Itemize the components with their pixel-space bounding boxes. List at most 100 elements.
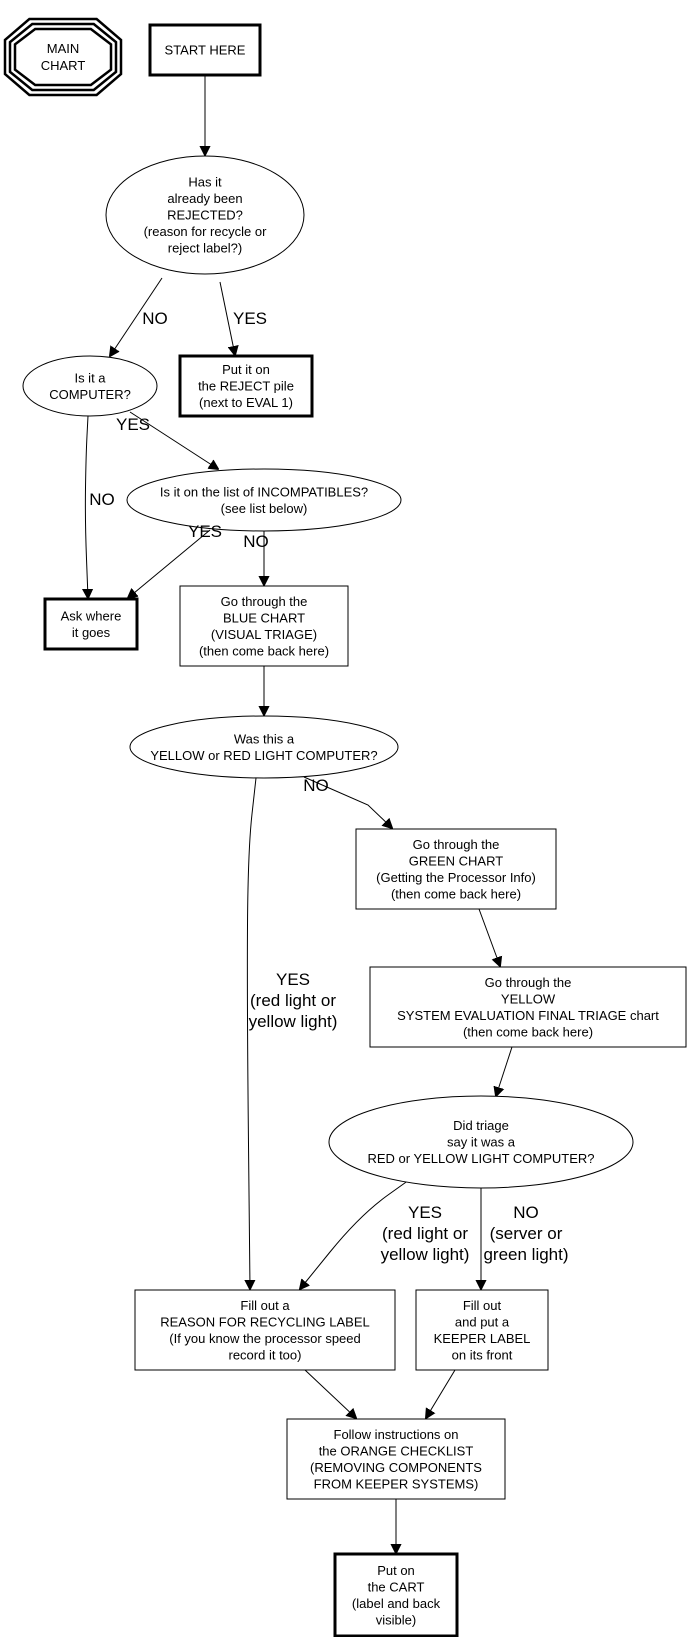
green-chart-label-line: Go through the — [413, 837, 500, 852]
process-box — [369, 966, 687, 1048]
recycling-label-label-line: (If you know the processor speed — [169, 1331, 361, 1346]
edge-label-line: YES — [188, 522, 222, 541]
node-incompatibles: Is it on the list of INCOMPATIBLES? (see … — [126, 468, 402, 532]
triage-result-label-line: say it was a — [447, 1135, 516, 1150]
edge-label-line: green light) — [483, 1245, 568, 1264]
green-chart-label-line: (then come back here) — [391, 886, 521, 901]
node-is-computer: Is it a COMPUTER? — [22, 355, 158, 417]
decision-ellipse — [126, 468, 402, 532]
start-label-line: START HERE — [165, 43, 246, 58]
triage-result-label-line: RED or YELLOW LIGHT COMPUTER? — [367, 1151, 594, 1166]
triage-result-label-line: Did triage — [453, 1118, 509, 1133]
edge-computer-no — [85, 415, 88, 598]
terminal-box — [333, 1552, 459, 1637]
yellow-chart-label-line: (then come back here) — [463, 1024, 593, 1039]
node-main-chart: MAIN CHART — [3, 17, 123, 97]
green-chart-label-line: GREEN CHART — [409, 853, 503, 868]
edge-label-line: yellow light) — [249, 1012, 338, 1031]
green-chart-label-line: (Getting the Processor Info) — [376, 870, 536, 885]
is-computer-label-line: Is it a — [74, 370, 106, 385]
decision-ellipse — [328, 1095, 634, 1189]
edge-recycling-to-orange — [304, 1369, 356, 1418]
edge-label-line: NO — [243, 532, 269, 551]
keeper-label-label-line: Fill out — [463, 1298, 502, 1313]
blue-chart-label-line: BLUE CHART — [223, 610, 305, 625]
edge-yellow-red-no — [303, 776, 392, 828]
recycling-label-label-line: Fill out a — [240, 1298, 290, 1313]
keeper-label-label-line: on its front — [452, 1347, 513, 1362]
decision-ellipse — [105, 155, 305, 275]
yellow-red-label-line: YELLOW or RED LIGHT COMPUTER? — [150, 748, 377, 763]
rejected-label-line: (reason for recycle or — [144, 224, 267, 239]
yellow-chart-label-line: YELLOW — [501, 991, 556, 1006]
edge-yellow-red-yes — [247, 777, 257, 1289]
edge-yellow-to-triage — [496, 1046, 513, 1096]
edge-label-line: (red light or — [382, 1224, 468, 1243]
octagon-border — [13, 27, 113, 87]
decision-ellipse — [129, 715, 399, 779]
rejected-label-line: Has it — [188, 175, 222, 190]
edge-label-line: YES — [116, 415, 150, 434]
edge-label-yellow-red-yes: YES (red light or yellow light) — [249, 970, 338, 1031]
ask-where-label-line: Ask where — [61, 608, 122, 623]
edge-rejected-no — [110, 277, 163, 356]
incompatibles-label-line: (see list below) — [221, 501, 308, 516]
cart-label-line: Put on — [377, 1563, 415, 1578]
orange-checklist-label-line: FROM KEEPER SYSTEMS) — [314, 1476, 479, 1491]
edge-label-line: NO — [89, 490, 115, 509]
edge-label-computer-no: NO — [89, 490, 115, 509]
edge-label-rejected-yes: YES — [233, 309, 267, 328]
edge-label-incompatible-yes: YES — [188, 522, 222, 541]
edge-label-line: (red light or — [250, 991, 336, 1010]
edge-label-line: YES — [276, 970, 310, 989]
edge-label-line: NO — [142, 309, 168, 328]
reject-pile-label-line: (next to EVAL 1) — [199, 395, 293, 410]
terminal-box — [43, 597, 139, 651]
recycling-label-label-line: record it too) — [229, 1347, 302, 1362]
node-start: START HERE — [148, 23, 262, 77]
process-box — [179, 585, 349, 667]
edge-keeper-to-orange — [426, 1369, 456, 1418]
yellow-red-label-line: Was this a — [234, 731, 295, 746]
main-chart-label-line: CHART — [41, 58, 86, 73]
edge-label-line: YES — [233, 309, 267, 328]
is-computer-label-line: COMPUTER? — [49, 387, 131, 402]
edge-label-computer-yes: YES — [116, 415, 150, 434]
orange-checklist-label-line: Follow instructions on — [334, 1427, 459, 1442]
process-box — [134, 1289, 396, 1371]
edges-layer — [85, 75, 513, 1553]
edge-incompatible-yes — [128, 529, 211, 598]
incompatibles-label-line: Is it on the list of INCOMPATIBLES? — [160, 484, 368, 499]
reject-pile-label-line: the REJECT pile — [198, 379, 294, 394]
keeper-label-label-line: KEEPER LABEL — [434, 1331, 531, 1346]
cart-label-line: (label and back — [352, 1596, 441, 1611]
cart-label-line: the CART — [368, 1579, 425, 1594]
process-box — [415, 1289, 549, 1371]
edge-label-line: yellow light) — [381, 1245, 470, 1264]
yellow-chart-label-line: SYSTEM EVALUATION FINAL TRIAGE chart — [397, 1008, 659, 1023]
terminal-box — [178, 354, 314, 418]
rejected-label-line: already been — [167, 191, 242, 206]
edge-label-rejected-no: NO — [142, 309, 168, 328]
edge-computer-yes — [129, 411, 218, 469]
blue-chart-label-line: Go through the — [221, 594, 308, 609]
yellow-chart-label-line: Go through the — [485, 975, 572, 990]
main-chart-label-line: MAIN — [47, 41, 80, 56]
terminal-box — [148, 23, 262, 77]
process-box — [286, 1418, 506, 1500]
edge-rejected-yes — [219, 281, 235, 355]
recycling-label-label-line: REASON FOR RECYCLING LABEL — [160, 1314, 370, 1329]
edge-label-line: (server or — [490, 1224, 563, 1243]
